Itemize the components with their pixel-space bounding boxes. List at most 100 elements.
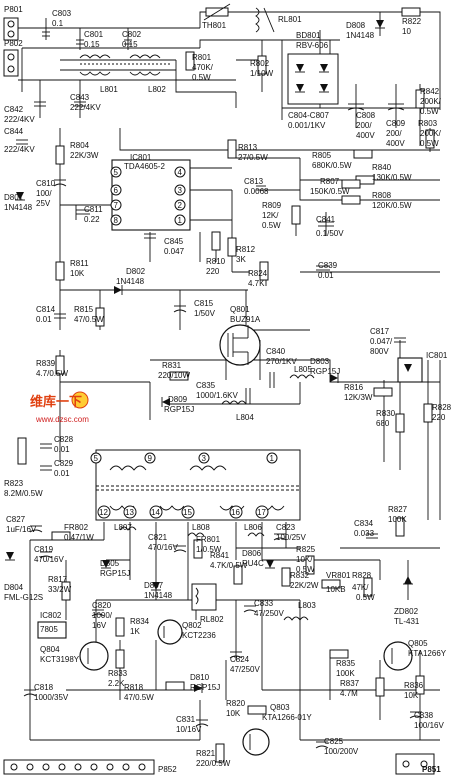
svg-text:RGP15J: RGP15J: [190, 683, 220, 692]
svg-text:1N4148: 1N4148: [116, 277, 145, 286]
svg-text:R801: R801: [192, 53, 212, 62]
svg-text:Q805: Q805: [408, 639, 428, 648]
svg-text:RL802: RL802: [200, 615, 224, 624]
svg-text:R824: R824: [248, 269, 268, 278]
svg-text:5: 5: [114, 168, 119, 177]
svg-text:R840: R840: [372, 163, 392, 172]
svg-text:1000/1.6KV: 1000/1.6KV: [196, 391, 238, 400]
svg-text:4.7/0.5W: 4.7/0.5W: [36, 369, 68, 378]
svg-text:22K/2W: 22K/2W: [290, 581, 319, 590]
svg-text:R842: R842: [420, 87, 440, 96]
watermark: 维库一下 www.dzsc.com: [30, 391, 89, 424]
svg-text:R828: R828: [432, 403, 452, 412]
svg-text:1: 1: [270, 454, 275, 463]
secondary-lower: D804 FML-G12S R817 33/2W D807 1N4148 RL8…: [4, 552, 447, 768]
svg-text:150K/0.5W: 150K/0.5W: [310, 187, 350, 196]
svg-text:470/16V: 470/16V: [148, 543, 178, 552]
svg-text:C829: C829: [54, 459, 74, 468]
svg-text:1000/35V: 1000/35V: [34, 693, 69, 702]
svg-text:R827: R827: [388, 505, 408, 514]
svg-text:R804: R804: [70, 141, 90, 150]
connector-p802: P802: [3, 39, 23, 77]
svg-text:C810: C810: [36, 179, 56, 188]
svg-text:16V: 16V: [92, 621, 107, 630]
wiring: [18, 11, 441, 741]
svg-text:3K: 3K: [236, 255, 246, 264]
svg-text:0.22: 0.22: [84, 215, 100, 224]
svg-text:1/10W: 1/10W: [250, 69, 274, 78]
svg-text:C844: C844: [4, 127, 24, 136]
svg-text:VR801: VR801: [326, 571, 351, 580]
svg-text:200K/: 200K/: [420, 129, 442, 138]
svg-text:R834: R834: [130, 617, 150, 626]
svg-text:10K: 10K: [70, 269, 85, 278]
svg-text:0.01: 0.01: [36, 315, 52, 324]
svg-text:47/250V: 47/250V: [254, 609, 284, 618]
input-filter: C803 0.1 C801 0.15 C802 0.15 L801 L802 C…: [4, 9, 170, 154]
connector-p852: P852: [3, 759, 177, 775]
svg-text:R841: R841: [210, 551, 230, 560]
svg-text:C821: C821: [148, 533, 168, 542]
svg-text:0.1: 0.1: [52, 19, 64, 28]
svg-text:R832: R832: [290, 571, 310, 580]
svg-text:R808: R808: [372, 191, 392, 200]
thermistor-th801: TH801: [202, 3, 231, 30]
bulk-caps: C808 200/ 400V C809 200/ 400V R842 200K/…: [347, 87, 442, 149]
svg-text:C813: C813: [244, 177, 264, 186]
svg-text:100/200V: 100/200V: [324, 747, 359, 756]
svg-text:C827: C827: [6, 515, 26, 524]
svg-text:C841: C841: [316, 215, 336, 224]
svg-text:200/: 200/: [356, 121, 372, 130]
svg-text:0.5W: 0.5W: [192, 73, 211, 82]
svg-text:ZD802: ZD802: [394, 607, 419, 616]
svg-text:BUZ91A: BUZ91A: [230, 315, 261, 324]
svg-text:L806: L806: [244, 523, 262, 532]
svg-text:L804: L804: [236, 413, 254, 422]
svg-text:0.01: 0.01: [318, 271, 334, 280]
svg-text:R820: R820: [226, 699, 246, 708]
svg-text:www.dzsc.com: www.dzsc.com: [35, 415, 89, 424]
mosfet-q801: Q801 BUZ91A: [219, 305, 261, 366]
svg-text:222/4KV: 222/4KV: [4, 115, 35, 124]
svg-text:C823: C823: [276, 523, 296, 532]
svg-text:R823: R823: [4, 479, 24, 488]
svg-text:8.2M/0.5W: 8.2M/0.5W: [4, 489, 43, 498]
svg-text:680: 680: [376, 419, 390, 428]
svg-text:10KB: 10KB: [326, 585, 346, 594]
svg-text:16: 16: [231, 508, 240, 517]
svg-text:C831: C831: [176, 715, 196, 724]
svg-text:C833: C833: [254, 599, 274, 608]
svg-text:TDA4605-2: TDA4605-2: [124, 162, 165, 171]
svg-text:C834: C834: [354, 519, 374, 528]
p801-label: P801: [4, 5, 23, 14]
svg-text:C842: C842: [4, 105, 24, 114]
svg-text:R836: R836: [404, 681, 424, 690]
svg-text:100/: 100/: [36, 189, 52, 198]
svg-text:KTA1266-01Y: KTA1266-01Y: [262, 713, 312, 722]
svg-text:0.01: 0.01: [54, 445, 70, 454]
svg-text:1000/: 1000/: [92, 611, 113, 620]
svg-text:800V: 800V: [370, 347, 389, 356]
svg-text:47/0.5W: 47/0.5W: [124, 693, 154, 702]
svg-text:L802: L802: [148, 85, 166, 94]
svg-text:270/1KV: 270/1KV: [266, 357, 297, 366]
svg-text:C811: C811: [84, 205, 103, 214]
svg-text:47/0.5W: 47/0.5W: [74, 315, 104, 324]
svg-text:L807: L807: [114, 523, 132, 532]
svg-text:5: 5: [94, 454, 99, 463]
svg-text:100/16V: 100/16V: [414, 721, 444, 730]
svg-text:R805: R805: [312, 151, 332, 160]
svg-text:0.01: 0.01: [54, 469, 70, 478]
svg-text:RU4C: RU4C: [242, 559, 264, 568]
svg-text:C815: C815: [194, 299, 214, 308]
svg-text:C804-C807: C804-C807: [288, 111, 329, 120]
svg-text:R807: R807: [320, 177, 340, 186]
svg-text:C803: C803: [52, 9, 72, 18]
svg-text:0.1/50V: 0.1/50V: [316, 229, 344, 238]
svg-text:Q803: Q803: [270, 703, 290, 712]
svg-text:400V: 400V: [356, 131, 375, 140]
svg-text:4.7M: 4.7M: [340, 689, 358, 698]
svg-text:3: 3: [202, 454, 207, 463]
svg-text:47K/: 47K/: [352, 583, 369, 592]
svg-text:C802: C802: [122, 30, 142, 39]
